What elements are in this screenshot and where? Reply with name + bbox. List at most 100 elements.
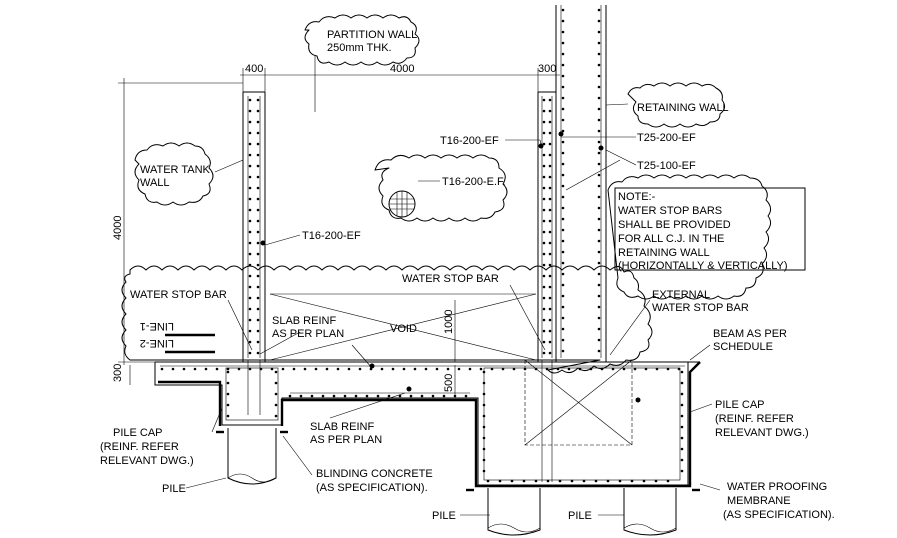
rebar-dot [237, 367, 241, 371]
rebar-dot [680, 447, 684, 451]
rebar-dot [561, 239, 565, 243]
rebar-dot [548, 208, 552, 212]
label-retaining-wall: RETAINING WALL [637, 102, 729, 114]
note-line-6: (HORIZONTALLY & VERTICALLY) [618, 260, 788, 272]
rebar-dot [248, 186, 252, 190]
rebar-dot [548, 131, 552, 135]
rebar-dot [597, 228, 601, 232]
rebar-dot [314, 367, 318, 371]
rebar-dot [248, 197, 252, 201]
label-water-stop-mid: WATER STOP BAR [402, 273, 499, 285]
rebar-dot [597, 85, 601, 89]
dim-void-depth: 1000 [443, 310, 455, 334]
label-line-1: LINE-1 [140, 320, 174, 332]
label-blinding-1: BLINDING CONCRETE [316, 468, 433, 480]
rebar-dot [548, 252, 552, 256]
rebar-dot [597, 338, 601, 342]
rebar-dot [597, 349, 601, 353]
rebar-dot [561, 294, 565, 298]
rebar-dot [248, 307, 252, 311]
rebar-dot [256, 318, 260, 322]
cloud-note [607, 174, 772, 300]
rebar-dot [680, 392, 684, 396]
rebar-dot [256, 208, 260, 212]
rebar-dot [633, 367, 637, 371]
rebar-dot [578, 367, 582, 371]
rebar-dot [597, 327, 601, 331]
rebar-dot [597, 316, 601, 320]
rebar-dot [248, 285, 252, 289]
rebar-dot [542, 307, 546, 311]
rebar-dot [406, 386, 412, 392]
label-pile-cap-right-3: RELEVANT DWG.) [715, 427, 809, 439]
rebar-dot [248, 241, 252, 245]
rebar-dot [336, 367, 340, 371]
rebar-dot [248, 219, 252, 223]
rebar-dot [256, 175, 260, 179]
rebar-dot [597, 261, 601, 265]
rebar-dot [542, 241, 546, 245]
rebar-dot [442, 394, 446, 398]
rebar-dot [611, 367, 615, 371]
rebar-dot [548, 318, 552, 322]
rebar-dot [548, 285, 552, 289]
rebar-dot [256, 329, 260, 333]
rebar-dot [561, 85, 565, 89]
rebar-dot [248, 109, 252, 113]
rebar-dot [561, 349, 565, 353]
rebar-dot [248, 318, 252, 322]
rebar-dot [501, 367, 505, 371]
rebar-dot [182, 367, 186, 371]
rebar-dot [256, 109, 260, 113]
rebar-dot [380, 367, 384, 371]
cloud-band [121, 265, 653, 374]
label-membrane-1: WATER PROOFING [727, 481, 827, 493]
rebar-dot [215, 367, 219, 371]
rebar-dot [542, 263, 546, 267]
rebar-dot [644, 367, 648, 371]
rebar-dot [561, 41, 565, 45]
rebar-dot [597, 162, 601, 166]
dim-wall-left: 400 [245, 63, 263, 75]
rebar-dot [589, 367, 593, 371]
label-pile-right: PILE [568, 510, 592, 522]
rebar-dot [248, 98, 252, 102]
rebar-dot [248, 296, 252, 300]
rebar-dot [597, 184, 601, 188]
rebar-dot [542, 219, 546, 223]
rebar-dot [482, 447, 486, 451]
label-slab-reinf-upper-1: SLAB REINF [272, 315, 336, 327]
rebar-dot [256, 197, 260, 201]
rebar-dot [561, 151, 565, 155]
rebar-dot [376, 394, 380, 398]
rebar-dot [248, 351, 252, 355]
rebar-dot [680, 469, 684, 473]
rebar-dot [542, 296, 546, 300]
rebar-dot [542, 351, 546, 355]
label-ext-water-stop-1: EXTERNAL [652, 289, 710, 301]
rebar-dot [561, 129, 565, 133]
rebar-dot [482, 392, 486, 396]
rebar-dot [358, 367, 362, 371]
rebar-dot [680, 414, 684, 418]
rebar-dot [561, 305, 565, 309]
rebar-dot [542, 274, 546, 278]
rebar-dot [542, 131, 546, 135]
rebar-dot [558, 131, 564, 137]
rebar-dot [413, 367, 417, 371]
rebar-dot [226, 370, 230, 374]
rebar-dot [321, 394, 325, 398]
rebar-dot [347, 367, 351, 371]
rebar-dot [274, 414, 278, 418]
rebar-dot [542, 318, 546, 322]
rebar-dot [431, 394, 435, 398]
rebar-dot [256, 153, 260, 157]
rebar-dot [642, 479, 646, 483]
rebar-dot [409, 394, 413, 398]
rebar-dot [259, 367, 263, 371]
rebar-dot [482, 425, 486, 429]
rebar-dot [545, 367, 549, 371]
rebar-dot [542, 120, 546, 124]
label-beam-1: BEAM AS PER [713, 328, 787, 340]
foundation-geometry [154, 359, 701, 488]
